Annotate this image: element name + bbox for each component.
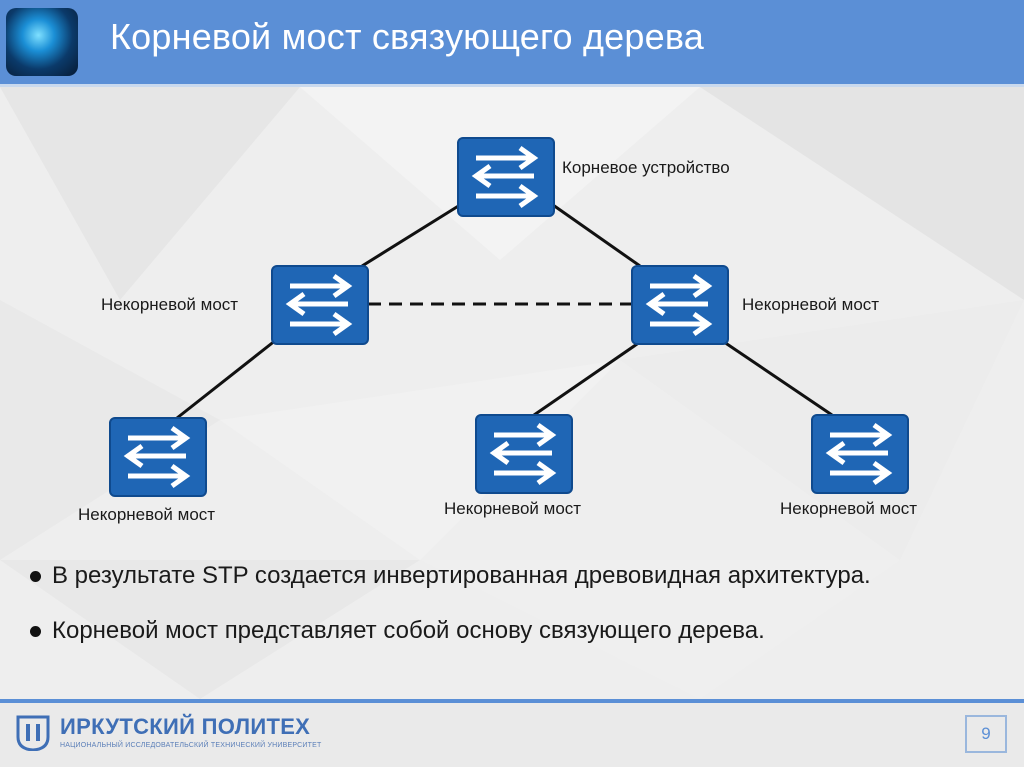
node-label-root: Корневое устройство [562,158,730,178]
switch-icon [476,415,572,493]
node-label-left: Некорневой мост [101,295,238,315]
switch-icon [812,415,908,493]
link-right-bottomright [724,342,832,415]
bullet-text: Корневой мост представляет собой основу … [52,617,765,644]
list-item: Корневой мост представляет собой основу … [28,615,1024,647]
node-label-bottom-left: Некорневой мост [78,505,215,525]
node-label-bottom-middle: Некорневой мост [444,499,581,519]
university-subtitle: НАЦИОНАЛЬНЫЙ ИССЛЕДОВАТЕЛЬСКИЙ ТЕХНИЧЕСК… [60,742,321,749]
link-root-left [362,205,460,266]
list-item: В результате STP создается инвертированн… [28,560,1024,592]
link-root-right [553,205,640,266]
bullet-icon [30,626,41,637]
switch-icon [458,138,554,216]
bullet-text: В результате STP создается инвертированн… [52,562,871,589]
bullet-icon [30,571,41,582]
university-logo-icon [16,715,50,751]
link-left-bottomleft [177,340,276,418]
link-right-bottommiddle [534,342,640,415]
node-label-bottom-right: Некорневой мост [780,499,917,519]
bullet-list: В результате STP создается инвертированн… [28,560,1024,670]
switch-icon [110,418,206,496]
switch-icon [272,266,368,344]
page-number: 9 [965,715,1007,753]
stp-topology-diagram [0,0,1024,560]
footer-divider [0,699,1024,703]
university-name: ИРКУТСКИЙ ПОЛИТЕХ [60,714,310,740]
switch-icon [632,266,728,344]
node-label-right: Некорневой мост [742,295,879,315]
